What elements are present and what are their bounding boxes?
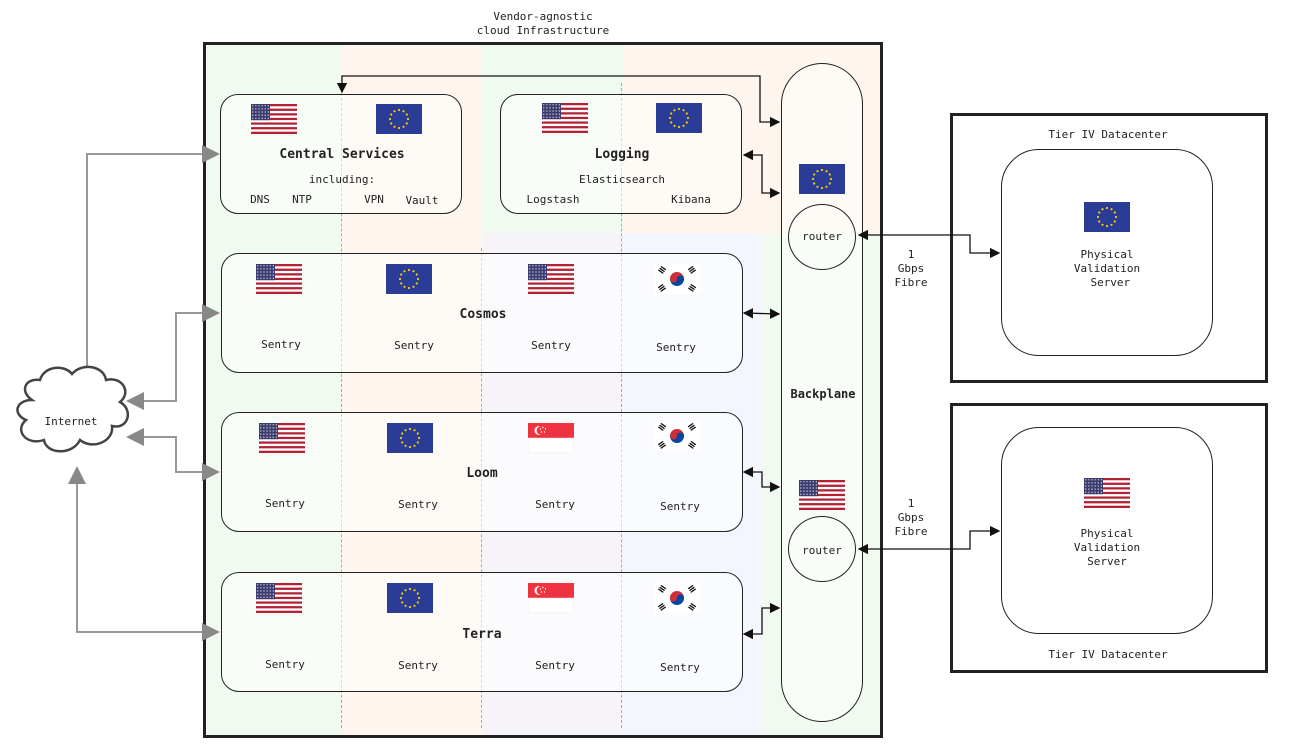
- flag-eu-icon: [387, 423, 433, 453]
- sentry-node: Sentry: [398, 659, 438, 672]
- sentry-node: Sentry: [398, 498, 438, 511]
- flag-kr-icon: [654, 264, 700, 294]
- flag-us-icon: [256, 583, 302, 613]
- link-backplane-terra: [742, 602, 781, 640]
- validation-server-top[interactable]: Physical Validation Server: [1001, 149, 1213, 356]
- cosmos-title: Cosmos: [459, 307, 507, 322]
- zone-divider: [621, 83, 622, 728]
- sentry-node: Sentry: [265, 658, 305, 671]
- sentry-node: Sentry: [535, 659, 575, 672]
- sentry-node: Sentry: [660, 500, 700, 513]
- zone-divider: [341, 83, 342, 728]
- flag-sg-icon: [528, 423, 574, 453]
- flag-eu-icon: [799, 164, 845, 194]
- sentry-node: Sentry: [531, 339, 571, 352]
- fibre-link-top-label: 1 Gbps Fibre: [894, 248, 928, 289]
- link-backplane-central: [336, 75, 781, 128]
- link-internet-central: [78, 145, 220, 394]
- logging-subtitle: Elasticsearch: [578, 173, 666, 186]
- link-backplane-loom: [742, 466, 781, 493]
- central-services-title: Central Services: [279, 147, 405, 162]
- datacenter-bottom-title: Tier IV Datacenter: [1048, 648, 1168, 661]
- internet-label: Internet: [44, 415, 98, 428]
- router-top-label: router: [802, 230, 842, 243]
- logging-title: Logging: [594, 147, 650, 162]
- router-bottom-label: router: [802, 544, 842, 557]
- service-ntp: NTP: [292, 193, 312, 206]
- flag-us-icon: [259, 423, 305, 453]
- validation-server-top-label: Physical Validation Server: [1073, 248, 1141, 289]
- flag-us-icon: [256, 264, 302, 294]
- flag-us-icon: [528, 264, 574, 294]
- validation-server-bottom-label: Physical Validation Server: [1073, 527, 1141, 568]
- sentry-node: Sentry: [265, 497, 305, 510]
- link-backplane-logging: [742, 149, 781, 199]
- service-vpn: VPN: [364, 193, 384, 206]
- terra-title: Terra: [462, 627, 502, 642]
- sentry-node: Sentry: [660, 661, 700, 674]
- link-internet-loom: [126, 428, 220, 481]
- cloud-title: Vendor-agnostic cloud Infrastructure: [476, 10, 610, 37]
- flag-kr-icon: [654, 583, 700, 613]
- link-internet-terra: [68, 466, 220, 641]
- link-internet-cosmos: [126, 304, 220, 410]
- flag-eu-icon: [387, 583, 433, 613]
- flag-us-icon: [799, 480, 845, 510]
- sentry-node: Sentry: [535, 498, 575, 511]
- router-bottom[interactable]: [788, 516, 856, 582]
- flag-sg-icon: [528, 583, 574, 613]
- flag-eu-icon: [1084, 202, 1130, 232]
- backplane-label: Backplane: [790, 387, 856, 401]
- central-services-subtitle: including:: [308, 173, 376, 186]
- flag-us-icon: [1084, 478, 1130, 508]
- service-vault: Vault: [405, 194, 439, 207]
- sentry-node: Sentry: [394, 339, 434, 352]
- service-dns: DNS: [250, 193, 270, 206]
- router-top[interactable]: [788, 204, 856, 270]
- loom-title: Loom: [466, 466, 498, 481]
- link-router-dc-top: [857, 229, 1001, 259]
- internet-cloud-icon: [16, 365, 130, 453]
- link-backplane-cosmos: [742, 308, 781, 319]
- validation-server-bottom[interactable]: Physical Validation Server: [1001, 427, 1213, 634]
- logging-item-kibana: Kibana: [671, 193, 711, 206]
- flag-eu-icon: [386, 264, 432, 294]
- loom-box[interactable]: Loom Sentry Sentry Sentry Sentry: [221, 412, 743, 532]
- sentry-node: Sentry: [656, 341, 696, 354]
- logging-item-logstash: Logstash: [526, 193, 580, 206]
- flag-kr-icon: [654, 421, 700, 451]
- sentry-node: Sentry: [261, 338, 301, 351]
- backplane[interactable]: Backplane: [781, 63, 863, 722]
- datacenter-top-title: Tier IV Datacenter: [1048, 128, 1168, 141]
- cosmos-box[interactable]: Cosmos Sentry Sentry Sentry Sentry: [221, 253, 743, 373]
- terra-box[interactable]: Terra Sentry Sentry Sentry Sentry: [221, 572, 743, 692]
- link-router-dc-bottom: [857, 525, 1001, 555]
- flag-us-icon: [251, 104, 297, 134]
